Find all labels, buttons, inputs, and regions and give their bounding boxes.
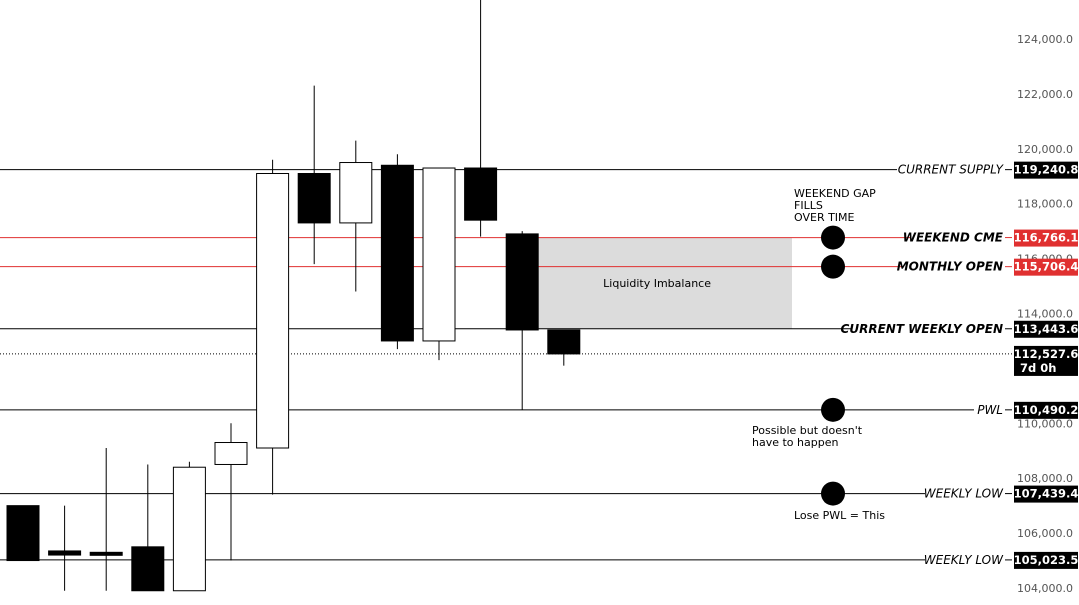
annotation-weekend-gap: OVER TIME — [794, 211, 855, 224]
candle-body — [505, 233, 539, 331]
y-tick-label: 108,000.0 — [1017, 472, 1073, 485]
price-tag — [1014, 551, 1078, 569]
current-price-label: 112,527.6 — [1014, 347, 1079, 361]
marker-dot — [821, 397, 845, 422]
annotation-weekend-gap: FILLS — [794, 199, 823, 212]
y-tick-label: 106,000.0 — [1017, 527, 1073, 540]
level-label: MONTHLY OPEN — [897, 260, 1003, 274]
candle-body — [172, 466, 206, 592]
price-tag-label: 113,443.6 — [1014, 322, 1079, 336]
y-tick-label: 118,000.0 — [1017, 198, 1073, 211]
candle-body — [6, 505, 40, 562]
zone-label: Liquidity Imbalance — [603, 277, 711, 290]
y-tick-label: 110,000.0 — [1017, 417, 1073, 430]
candle-body — [214, 442, 248, 465]
price-tag — [1014, 401, 1078, 419]
annotation-possible: Possible but doesn't — [752, 424, 863, 437]
candle-body — [422, 167, 456, 342]
level-label: CURRENT WEEKLY OPEN — [841, 322, 1003, 336]
price-tag — [1014, 161, 1078, 179]
current-price-tag — [1014, 345, 1078, 376]
countdown-label: 7d 0h — [1020, 361, 1056, 375]
level-label: WEEKEND CME — [903, 231, 1004, 245]
candle-body — [256, 173, 290, 449]
candle-body — [89, 551, 123, 556]
candle-body — [547, 329, 581, 355]
price-tag — [1014, 229, 1078, 247]
candle-body — [464, 167, 498, 221]
candle-body — [131, 546, 165, 592]
price-tag-label: 105,023.5 — [1014, 553, 1079, 567]
liquidity-imbalance-zone — [522, 237, 792, 329]
y-tick-label: 122,000.0 — [1017, 88, 1073, 101]
candle-body — [48, 550, 82, 556]
marker-dot — [821, 254, 845, 279]
marker-dot — [821, 225, 845, 250]
y-tick-label: 114,000.0 — [1017, 308, 1073, 321]
level-label: WEEKLY LOW — [924, 553, 1004, 567]
price-tag — [1014, 485, 1078, 503]
candle-body — [380, 164, 414, 342]
y-tick-label: 124,000.0 — [1017, 33, 1073, 46]
annotation-weekend-gap: WEEKEND GAP — [794, 187, 876, 200]
price-tag-label: 116,766.1 — [1014, 231, 1079, 245]
price-tag-label: 107,439.4 — [1014, 487, 1079, 501]
price-tag-label: 119,240.8 — [1014, 163, 1079, 177]
annotation-possible: have to happen — [752, 436, 838, 449]
candle-body — [297, 173, 331, 224]
y-tick-label: 120,000.0 — [1017, 143, 1073, 156]
candle-body — [339, 162, 373, 224]
marker-dot — [821, 481, 845, 506]
level-label: WEEKLY LOW — [924, 487, 1004, 501]
price-tag — [1014, 258, 1078, 276]
y-tick-label: 104,000.0 — [1017, 582, 1073, 595]
level-label: PWL — [977, 403, 1003, 417]
level-label: CURRENT SUPPLY — [898, 163, 1005, 177]
annotation-lose-pwl: Lose PWL = This — [794, 509, 885, 522]
price-tag — [1014, 320, 1078, 338]
price-tag-label: 115,706.4 — [1014, 260, 1079, 274]
price-tag-label: 110,490.2 — [1014, 403, 1079, 417]
